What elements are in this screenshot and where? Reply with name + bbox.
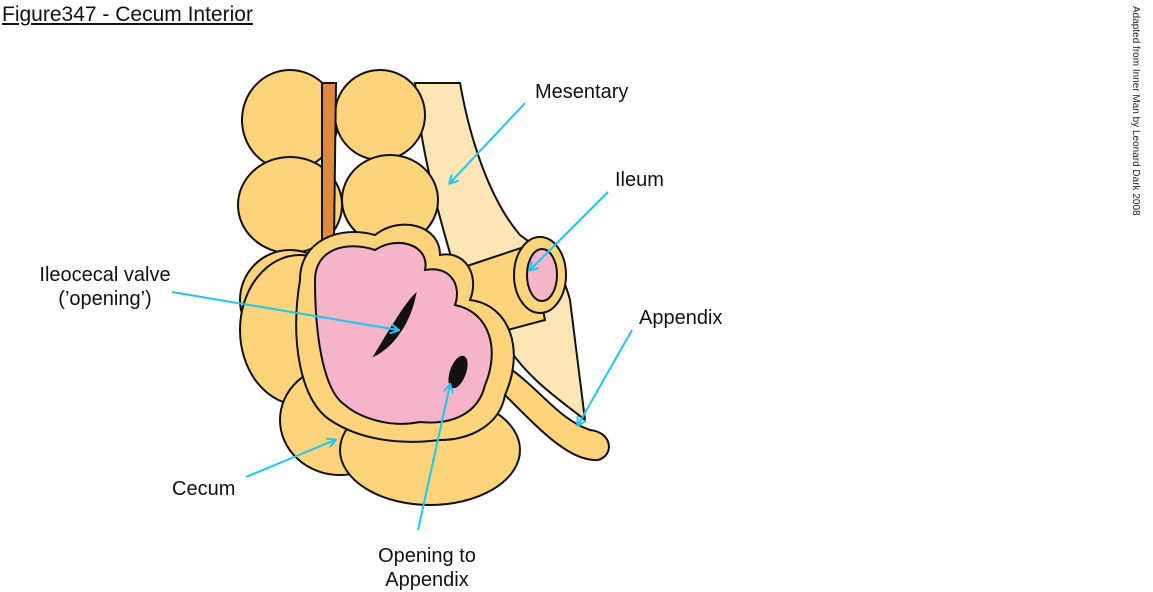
mesentary-arrow xyxy=(450,102,526,183)
label-opening-line2: Appendix xyxy=(385,569,469,591)
label-ileocecal-line1: Ileocecal valve xyxy=(39,264,171,286)
label-appendix: Appendix xyxy=(639,307,723,329)
figure-title: Figure347 - Cecum Interior xyxy=(2,3,253,26)
appendix-arrow xyxy=(578,329,633,425)
ileocecal-arrow xyxy=(171,291,398,330)
opening-arrow xyxy=(417,385,450,531)
label-mesentary: Mesentary xyxy=(535,81,629,103)
appendix xyxy=(503,368,610,462)
label-opening-line1: Opening to xyxy=(378,545,476,567)
credit-text: Adapted from Inner Man by Leonard Dark 2… xyxy=(1130,6,1141,216)
label-ileocecal-line2: (’opening’) xyxy=(58,288,152,310)
mesentery xyxy=(413,82,587,423)
label-ileum: Ileum xyxy=(615,169,664,191)
ileum-arrow xyxy=(530,191,609,270)
label-cecum: Cecum xyxy=(172,478,236,500)
label-opening-to-appendix: Opening to Appendix xyxy=(357,544,497,592)
cecum-interior xyxy=(313,241,493,425)
label-ileocecal-valve: Ileocecal valve (’opening’) xyxy=(20,263,190,311)
cecum-arrow xyxy=(245,440,335,478)
blood-vessel xyxy=(321,82,338,241)
